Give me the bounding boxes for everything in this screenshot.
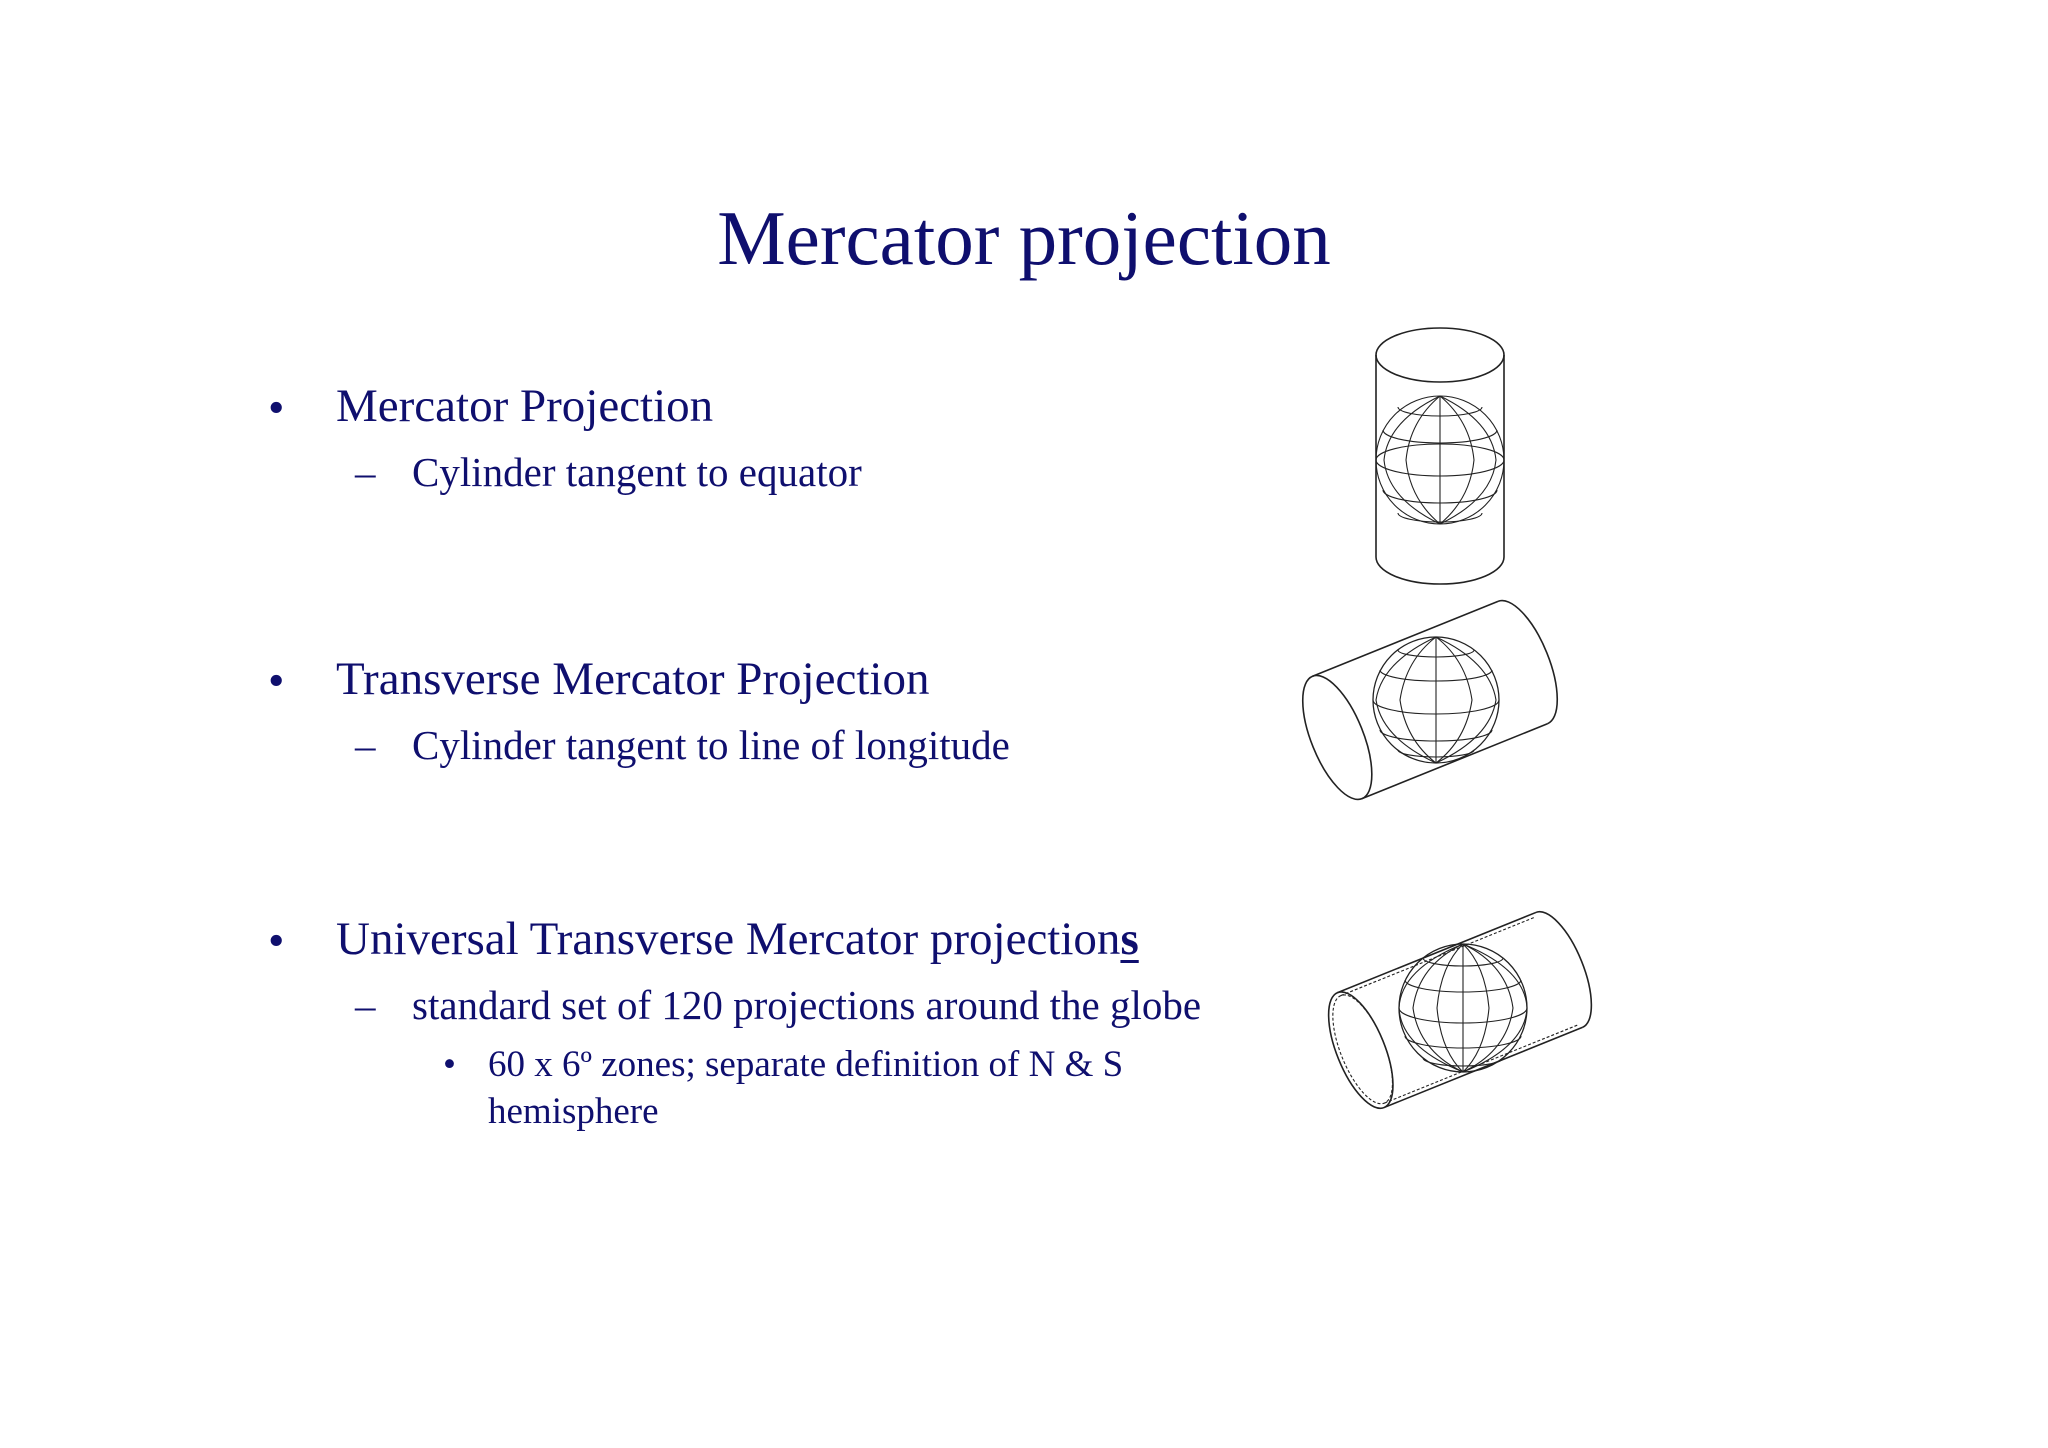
dash-marker: – <box>355 982 376 1028</box>
bullet-marker: • <box>268 915 285 967</box>
utm-text-main: Universal Transverse Mercator projection <box>336 913 1121 965</box>
utm-text-underlined: s <box>1120 913 1139 965</box>
dash-marker: – <box>355 449 376 495</box>
sub-sub-bullet-marker: • <box>443 1044 456 1085</box>
cylinder-secant-utm-figure <box>1325 905 1595 1115</box>
bullet-transverse-mercator: Transverse Mercator Projection <box>336 653 930 705</box>
sub-sub-bullet-zones-line1: 60 x 6º zones; separate definition of N … <box>488 1044 1124 1085</box>
bullet-utm-projections: Universal Transverse Mercator projection… <box>336 911 1139 967</box>
sub-bullet-standard-set: standard set of 120 projections around t… <box>412 982 1202 1028</box>
cylinder-tangent-equator-figure <box>1370 325 1520 597</box>
sub-sub-bullet-zones-line2: hemisphere <box>488 1091 659 1132</box>
dash-marker: – <box>355 722 376 768</box>
sub-bullet-cylinder-equator: Cylinder tangent to equator <box>412 449 862 495</box>
cylinder-tangent-longitude-figure <box>1300 599 1570 801</box>
bullet-marker: • <box>268 655 285 707</box>
bullet-mercator-projection: Mercator Projection <box>336 380 714 432</box>
bullet-marker: • <box>268 382 285 434</box>
sub-bullet-cylinder-longitude: Cylinder tangent to line of longitude <box>412 722 1010 768</box>
slide-title: Mercator projection <box>717 195 1331 281</box>
